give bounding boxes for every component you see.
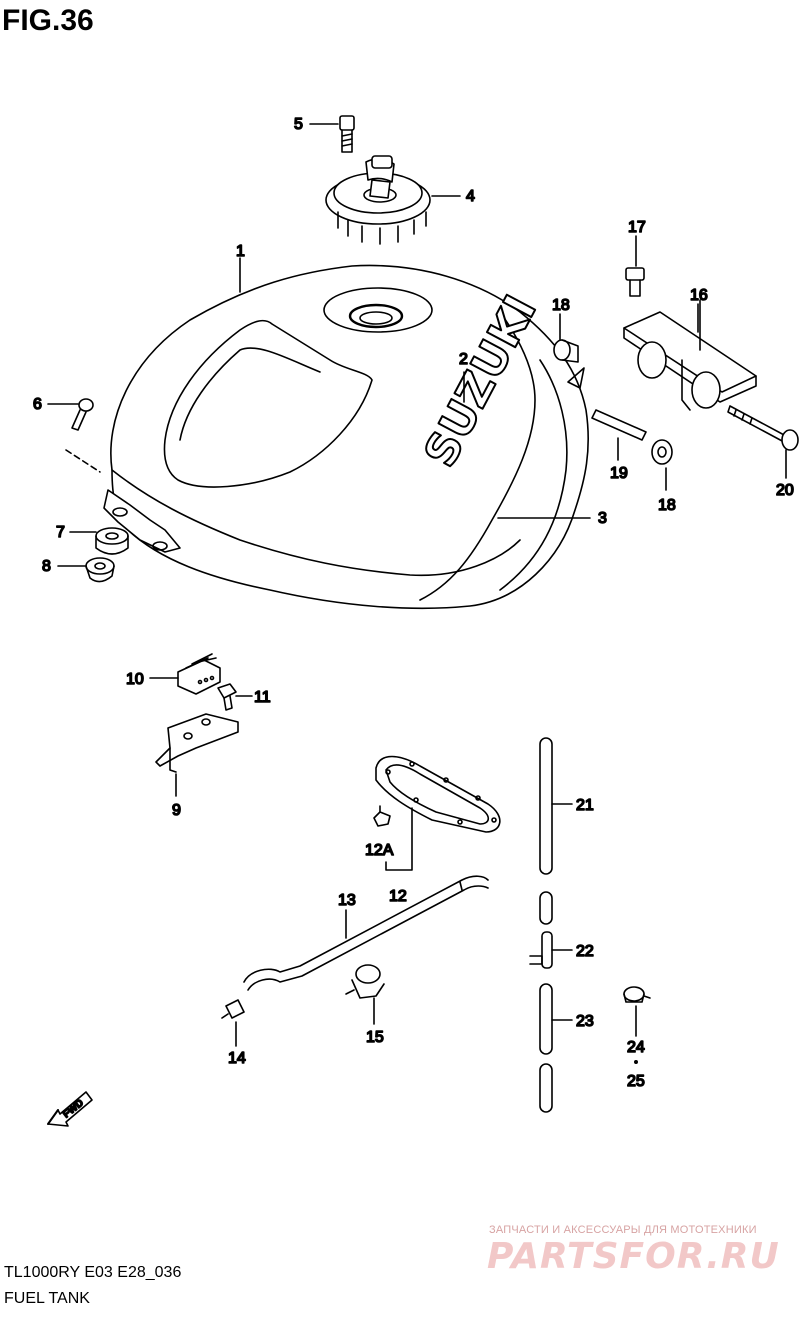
bullet-dot	[633, 1060, 638, 1065]
callout-7: 7	[56, 524, 65, 541]
callout-13: 13	[338, 892, 356, 909]
part-8-cushion	[85, 557, 115, 583]
part-11-bolt	[217, 683, 237, 711]
figure-title: FIG.36	[2, 4, 94, 37]
section-name: FUEL TANK	[4, 1290, 90, 1307]
callout-20: 20	[776, 482, 794, 499]
part-21-hose	[539, 737, 553, 875]
callout-12a: 12A	[365, 842, 394, 859]
part-19-pipe	[591, 409, 647, 441]
callout-14: 14	[228, 1050, 246, 1067]
callout-4: 4	[466, 188, 475, 205]
callout-19: 19	[610, 465, 628, 482]
callout-25: 25	[627, 1073, 645, 1090]
part-22-joint	[529, 931, 553, 969]
part-10-connector	[177, 653, 221, 695]
part-13-hose	[243, 875, 489, 991]
hose-segment-lower	[539, 1063, 553, 1113]
callout-6: 6	[33, 396, 42, 413]
part-6-bolt	[71, 398, 94, 431]
callout-18-upper: 18	[552, 297, 570, 314]
callout-11: 11	[254, 689, 271, 706]
callout-24: 24	[627, 1039, 645, 1056]
callout-16: 16	[690, 287, 708, 304]
callout-10: 10	[126, 671, 144, 688]
part-18-grommet-lower	[651, 439, 673, 465]
watermark-subtitle: ЗАПЧАСТИ И АКСЕССУАРЫ ДЛЯ МОТОТЕХНИКИ	[489, 1224, 757, 1236]
part-14-valve	[221, 999, 245, 1019]
part-12a-bolt	[373, 805, 391, 827]
part-15-clamp	[345, 964, 385, 999]
callout-1: 1	[236, 243, 245, 260]
part-12-gasket	[375, 755, 501, 833]
callout-8: 8	[42, 558, 51, 575]
part-23-hose	[539, 983, 553, 1055]
callout-12: 12	[389, 888, 407, 905]
part-20-bolt	[727, 405, 799, 451]
part-9-bracket	[155, 713, 239, 773]
part-16-bracket	[623, 299, 757, 411]
fwd-arrow-icon	[47, 1091, 93, 1127]
part-1-fuel-tank	[65, 264, 590, 610]
part-18-grommet-upper	[553, 339, 579, 363]
callout-22: 22	[576, 943, 594, 960]
clip-mark	[567, 367, 585, 389]
callout-2: 2	[459, 351, 468, 368]
callout-21: 21	[576, 797, 594, 814]
callout-15: 15	[366, 1029, 384, 1046]
part-24-clip	[623, 986, 651, 1003]
callout-18-lower: 18	[658, 497, 676, 514]
leader-12	[385, 807, 413, 871]
part-4-fuel-cap	[325, 155, 431, 245]
callout-17: 17	[628, 219, 646, 236]
callout-3: 3	[598, 510, 607, 527]
watermark-logo: PARTSFOR.RU	[487, 1236, 780, 1277]
callout-5: 5	[294, 116, 303, 133]
part-7-cushion	[95, 527, 129, 555]
part-17-bolt	[625, 267, 645, 297]
part-5-bolt	[339, 115, 355, 153]
model-code: TL1000RY E03 E28_036	[4, 1264, 182, 1281]
callout-23: 23	[576, 1013, 594, 1030]
hose-segment	[539, 891, 553, 925]
callout-9: 9	[172, 802, 181, 819]
